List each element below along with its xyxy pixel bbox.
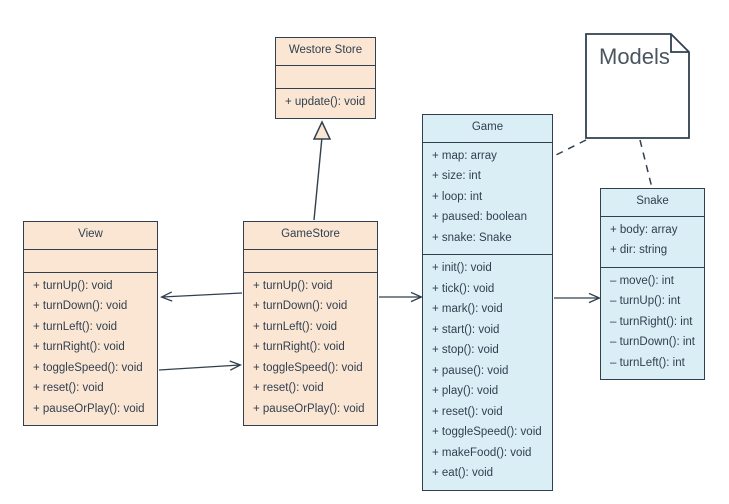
class-member: + turnUp(): void <box>253 279 333 292</box>
class-title-gamestore: GameStore <box>244 222 377 250</box>
note-shape-icon <box>585 33 690 139</box>
class-member: + turnUp(): void <box>33 279 113 292</box>
class-member: + pauseOrPlay(): void <box>33 402 145 415</box>
methods-compartment-game: + init(): void + tick(): void + mark(): … <box>423 255 552 490</box>
class-member: + turnDown(): void <box>33 300 128 312</box>
edge-gamestore-inherits-westore-store <box>313 136 323 221</box>
class-member: + mark(): void <box>432 303 503 315</box>
class-member: + turnRight(): void <box>33 341 125 353</box>
class-member: + makeFood(): void <box>432 446 532 459</box>
edge-gamestore-to-view <box>159 291 243 302</box>
class-member: + reset(): void <box>33 382 104 394</box>
class-member: + turnRight(): void <box>253 341 345 353</box>
class-box-snake[interactable]: Snake + body: array + dir: string – move… <box>600 188 705 380</box>
class-member: + stop(): void <box>432 344 499 356</box>
class-member: + play(): void <box>432 385 499 397</box>
edge-models-note-to-game <box>553 139 587 157</box>
attributes-compartment-westore-store <box>276 66 375 89</box>
attributes-compartment-game: + map: array + size: int + loop: int + p… <box>423 143 552 255</box>
class-box-gamestore[interactable]: GameStore + turnUp(): void + turnDown():… <box>243 221 378 426</box>
methods-compartment-westore-store: + update(): void <box>276 89 375 119</box>
class-member: + size: int <box>432 170 481 182</box>
class-member: – turnLeft(): int <box>610 356 685 369</box>
note-label-models: Models <box>599 44 670 69</box>
class-member: + turnLeft(): void <box>253 320 338 333</box>
methods-compartment-snake: – move(): int – turnUp(): int – turnRigh… <box>601 268 704 380</box>
class-title-view: View <box>24 222 157 250</box>
attributes-compartment-snake: + body: array + dir: string <box>601 217 704 268</box>
attributes-compartment-gamestore <box>244 250 377 273</box>
class-member: + loop: int <box>432 190 483 203</box>
class-member: + turnDown(): void <box>253 300 348 312</box>
class-member: + toggleSpeed(): void <box>33 361 143 374</box>
class-member: + eat(): void <box>432 467 494 479</box>
class-title-snake: Snake <box>601 189 704 217</box>
class-title-game: Game <box>423 115 552 143</box>
class-member: + reset(): void <box>253 382 324 394</box>
class-member: + toggleSpeed(): void <box>253 361 363 374</box>
class-member: + snake: Snake <box>432 231 512 244</box>
class-title-westore-store: Westore Store <box>276 38 375 66</box>
class-member: – turnUp(): int <box>610 295 681 307</box>
generalization-triangle-icon <box>312 120 332 140</box>
class-member: + pause(): void <box>432 364 509 377</box>
attributes-compartment-view <box>24 250 157 273</box>
class-member: + tick(): void <box>432 282 495 295</box>
class-member: + paused: boolean <box>432 211 527 223</box>
class-member: + turnLeft(): void <box>33 320 118 333</box>
edge-view-to-gamestore <box>158 360 243 371</box>
class-member: – turnRight(): int <box>610 315 693 328</box>
class-member: + pauseOrPlay(): void <box>253 402 365 415</box>
note-models[interactable]: Models <box>585 33 690 139</box>
class-member: + init(): void <box>432 262 492 274</box>
edge-models-note-to-snake <box>639 139 653 189</box>
class-member: – move(): int <box>610 274 674 287</box>
class-member: + map: array <box>432 149 497 162</box>
class-member: – turnDown(): int <box>610 336 696 348</box>
class-member: + toggleSpeed(): void <box>432 426 542 438</box>
class-box-game[interactable]: Game + map: array + size: int + loop: in… <box>422 114 553 491</box>
class-member: + reset(): void <box>432 405 503 418</box>
methods-compartment-gamestore: + turnUp(): void + turnDown(): void + tu… <box>244 273 377 426</box>
methods-compartment-view: + turnUp(): void + turnDown(): void + tu… <box>24 273 157 426</box>
class-box-view[interactable]: View + turnUp(): void + turnDown(): void… <box>23 221 158 426</box>
class-member: + body: array <box>610 223 678 236</box>
class-member: + dir: string <box>610 244 668 256</box>
class-member: + start(): void <box>432 323 500 336</box>
class-box-westore-store[interactable]: Westore Store + update(): void <box>275 37 376 119</box>
class-member: + update(): void <box>285 95 366 108</box>
